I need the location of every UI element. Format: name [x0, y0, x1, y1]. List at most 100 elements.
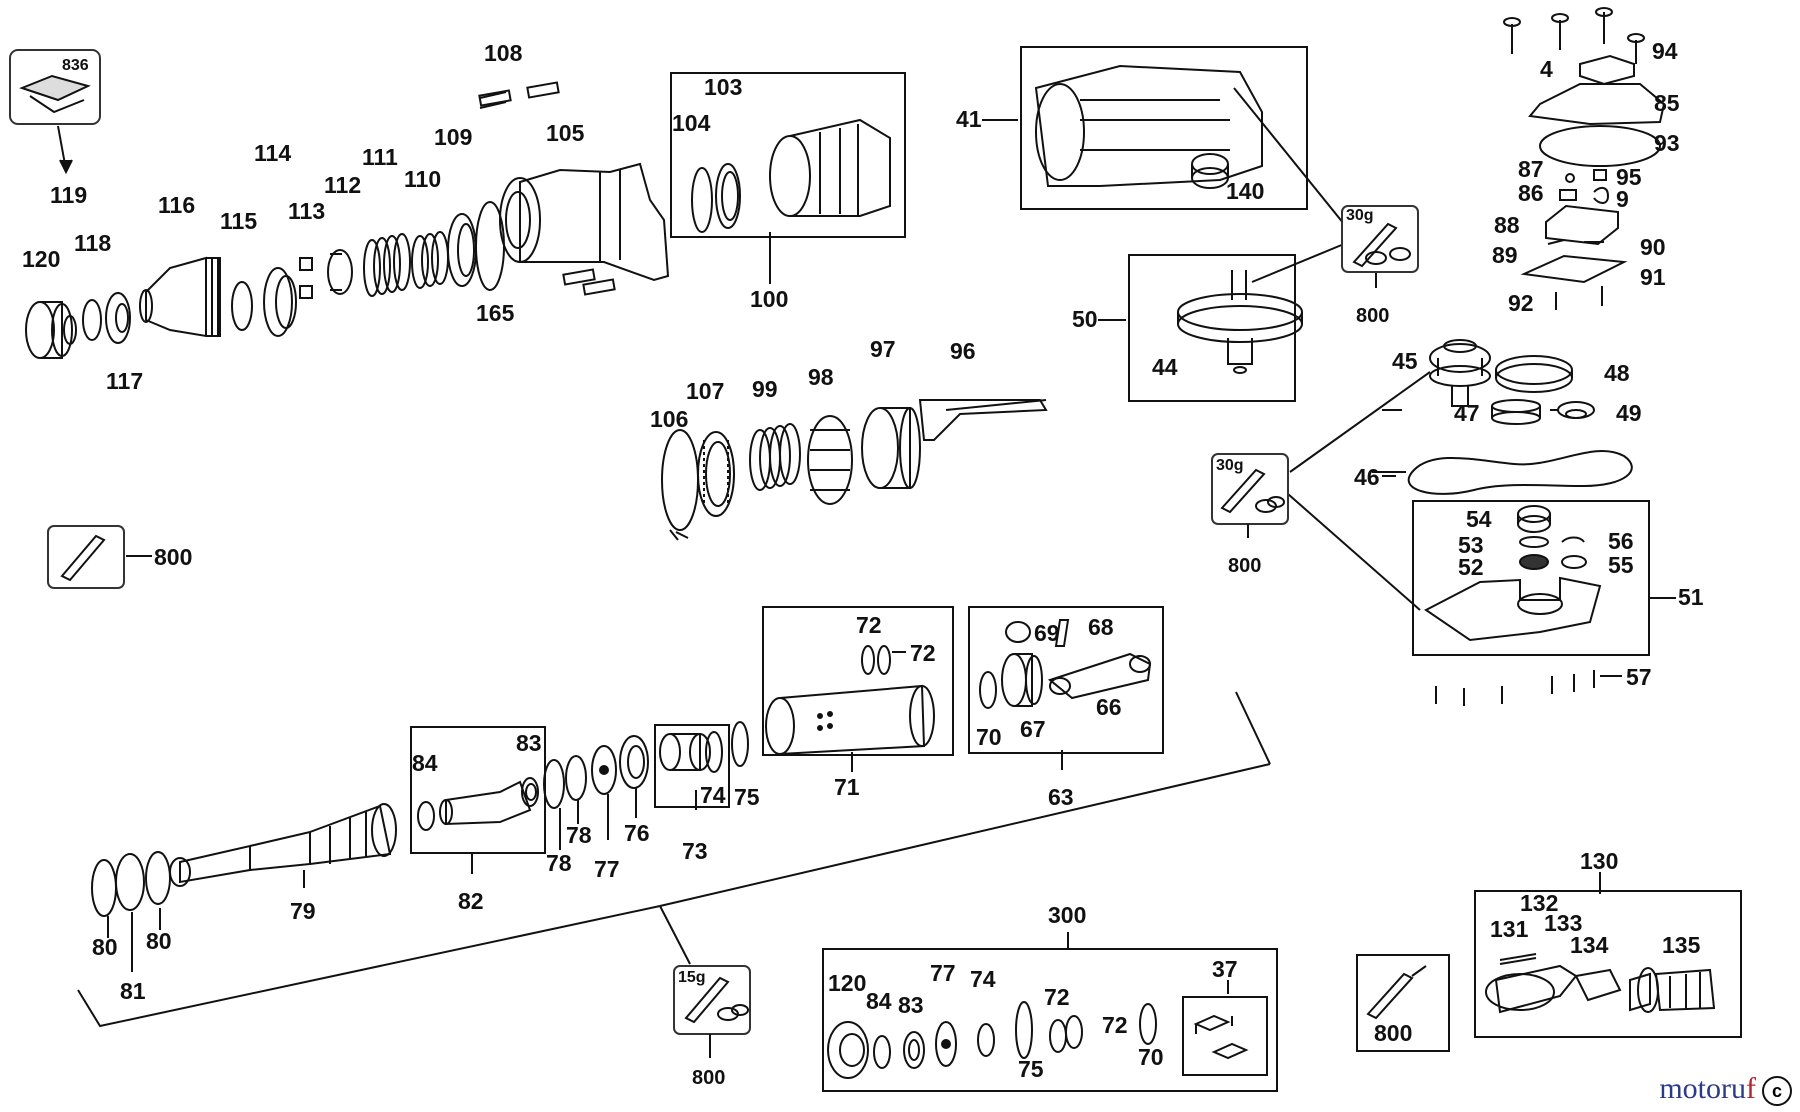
- label-79: 79: [290, 898, 316, 924]
- label-106: 106: [650, 406, 689, 432]
- label-103: 103: [704, 74, 743, 100]
- grease-tube-800c-icon: [47, 525, 125, 589]
- part-104-circlip-icon: [691, 167, 713, 233]
- part-108-screws-icon: [478, 81, 560, 109]
- part-106-spring-clip-icon: [661, 429, 699, 541]
- grease-tube-800a-icon: [1341, 205, 1419, 273]
- bracket-bottom-right: [659, 763, 1271, 907]
- label-74-a: 74: [700, 782, 726, 808]
- label-131: 131: [1490, 916, 1529, 942]
- part-4-pad-icon: [1579, 54, 1635, 86]
- part-77-disc-icon: [591, 745, 617, 795]
- part-52-bearing-icon: [1519, 554, 1549, 570]
- label-37: 37: [1212, 956, 1238, 982]
- part-76-bearing-icon: [619, 735, 649, 789]
- label-95: 95: [1616, 164, 1642, 190]
- part-82-valve-icon: [439, 780, 532, 826]
- part-68-pin-icon: [1054, 619, 1070, 647]
- group-box-800e: [1356, 954, 1450, 1052]
- label-92: 92: [1508, 290, 1534, 316]
- part-84-ring-icon: [417, 801, 435, 831]
- part-53-ring-icon: [1519, 536, 1549, 548]
- chuck-front-assembly: [25, 292, 131, 359]
- part-51-gearcase-icon: [1424, 576, 1602, 642]
- leader-bracket-to-800d: [659, 905, 691, 965]
- label-132: 132: [1520, 890, 1559, 916]
- label-80-a: 80: [92, 934, 118, 960]
- label-110: 110: [404, 166, 442, 192]
- part-45-gear-icon: [1429, 339, 1491, 407]
- group-box-37: [1182, 996, 1268, 1076]
- label-120: 120: [22, 246, 61, 272]
- label-49: 49: [1616, 400, 1642, 426]
- part-116-sleeve-icon: [139, 256, 221, 338]
- label-63: 63: [1048, 784, 1074, 810]
- label-109: 109: [434, 124, 473, 150]
- label-134: 134: [1570, 932, 1609, 958]
- part-66-conrod-icon: [1047, 652, 1152, 700]
- part-88-block-icon: [1545, 204, 1619, 246]
- corner-mark: c: [1762, 1076, 1792, 1106]
- part-94-screws-icon: [1503, 7, 1645, 64]
- leader-800b-to-51: [1287, 493, 1421, 611]
- label-84-b: 84: [866, 988, 892, 1014]
- part-69-icon: [1005, 621, 1031, 643]
- part-114-icon: [263, 267, 297, 337]
- label-100: 100: [750, 286, 789, 312]
- label-99: 99: [752, 376, 778, 402]
- part-111-spring-icon: [363, 233, 411, 297]
- leaders-mid-right: [1372, 409, 1558, 477]
- part-115-ring-icon: [231, 281, 253, 331]
- label-800-c: 800: [154, 544, 193, 570]
- group-box-82: [410, 726, 546, 854]
- label-73: 73: [682, 838, 708, 864]
- label-116: 116: [158, 192, 196, 218]
- part-54-bushing-icon: [1517, 505, 1551, 533]
- label-45: 45: [1392, 348, 1418, 374]
- label-46: 46: [1354, 464, 1380, 490]
- grease-tube-800e-icon: [1366, 965, 1427, 1020]
- label-133: 133: [1544, 910, 1583, 936]
- leader-50-to-800: [1251, 243, 1345, 283]
- label-84-a: 84: [412, 750, 438, 776]
- label-67: 67: [1020, 716, 1046, 742]
- group-box-300: [822, 948, 1278, 1092]
- part-56-clip-icon: [1561, 536, 1585, 543]
- group-box-130: [1474, 890, 1742, 1038]
- label-90: 90: [1640, 234, 1666, 260]
- part-130-side-handle-icon: [1485, 953, 1716, 1014]
- part-49-bearing-icon: [1557, 401, 1595, 419]
- label-70-a: 70: [976, 724, 1002, 750]
- part-836-icon: [9, 49, 101, 125]
- label-105: 105: [546, 120, 585, 146]
- label-77-b: 77: [930, 960, 956, 986]
- part-105-housing-icon: [499, 162, 670, 296]
- label-55: 55: [1608, 552, 1634, 578]
- label-800-b: 800: [1228, 555, 1262, 577]
- label-9: 9: [1616, 186, 1629, 212]
- label-800-d: 800: [692, 1067, 726, 1089]
- part-41-gear-housing-icon: [1034, 64, 1263, 189]
- label-30g-a: 30g: [1346, 207, 1374, 224]
- part-107-ring-icon: [697, 431, 735, 517]
- label-51: 51: [1678, 584, 1704, 610]
- label-104: 104: [672, 110, 711, 136]
- label-93: 93: [1654, 130, 1680, 156]
- label-72-d: 72: [1102, 1012, 1128, 1038]
- label-80-b: 80: [146, 928, 172, 954]
- part-46-gasket-icon: [1407, 450, 1633, 495]
- part-113-icon: [299, 257, 313, 299]
- part-71-cylinder-icon: [765, 684, 935, 755]
- label-77-a: 77: [594, 856, 620, 882]
- part-99-spring-icon: [749, 423, 801, 491]
- part-57-screws-icon: [1435, 670, 1595, 706]
- label-50: 50: [1072, 306, 1098, 332]
- part-112-icon: [327, 249, 353, 295]
- part-79-spindle-icon: [169, 803, 397, 887]
- label-72-c: 72: [1044, 984, 1070, 1010]
- label-117: 117: [106, 368, 144, 394]
- label-800-e: 800: [1374, 1020, 1413, 1046]
- label-94: 94: [1652, 38, 1678, 64]
- part-72-orings-icon: [861, 645, 891, 675]
